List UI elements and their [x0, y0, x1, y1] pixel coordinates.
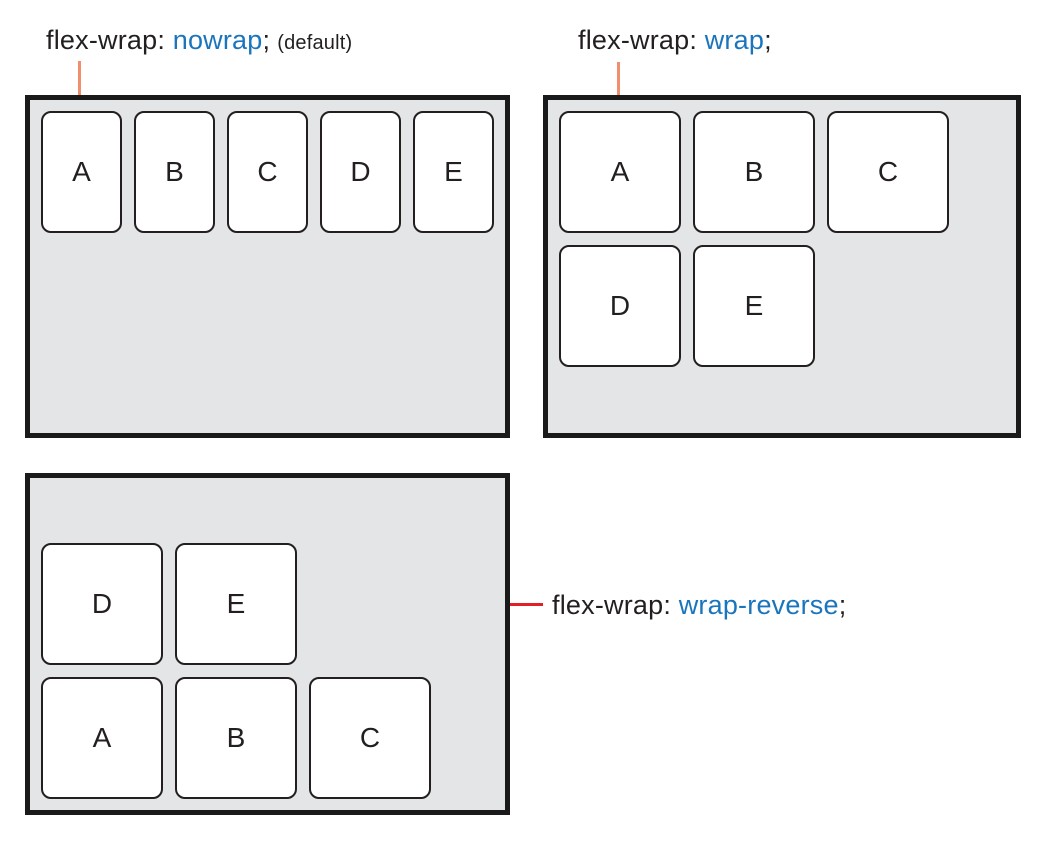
- label-prefix: flex-wrap:: [552, 590, 679, 620]
- label-suffix: ;: [838, 590, 847, 620]
- connector-line-wrap-reverse: [510, 603, 543, 606]
- connector-line-nowrap: [78, 61, 81, 95]
- label-value: wrap: [704, 25, 765, 55]
- label-flex-wrap-wrap: flex-wrap: wrap;: [578, 24, 772, 57]
- flex-item-d: D: [41, 543, 163, 665]
- flex-item-c: C: [227, 111, 308, 233]
- label-value: nowrap: [172, 25, 263, 55]
- flex-item-e: E: [413, 111, 494, 233]
- flex-item-d: D: [559, 245, 681, 367]
- flex-item-a: A: [41, 111, 122, 233]
- flex-item-b: B: [175, 677, 297, 799]
- flex-item-d: D: [320, 111, 401, 233]
- label-prefix: flex-wrap:: [46, 25, 173, 55]
- flex-item-c: C: [309, 677, 431, 799]
- label-suffix: ;: [262, 25, 271, 55]
- label-suffix: ;: [764, 25, 772, 55]
- label-note: (default): [277, 32, 353, 54]
- connector-line-wrap: [617, 62, 620, 95]
- flex-item-b: B: [134, 111, 215, 233]
- flex-item-a: A: [559, 111, 681, 233]
- label-value: wrap-reverse: [678, 590, 839, 620]
- label-prefix: flex-wrap:: [578, 25, 705, 55]
- flex-item-b: B: [693, 111, 815, 233]
- label-flex-wrap-wrap-reverse: flex-wrap: wrap-reverse;: [552, 589, 846, 622]
- label-flex-wrap-nowrap: flex-wrap: nowrap; (default): [46, 24, 352, 60]
- flex-item-c: C: [827, 111, 949, 233]
- flex-item-a: A: [41, 677, 163, 799]
- flex-item-e: E: [175, 543, 297, 665]
- flex-item-e: E: [693, 245, 815, 367]
